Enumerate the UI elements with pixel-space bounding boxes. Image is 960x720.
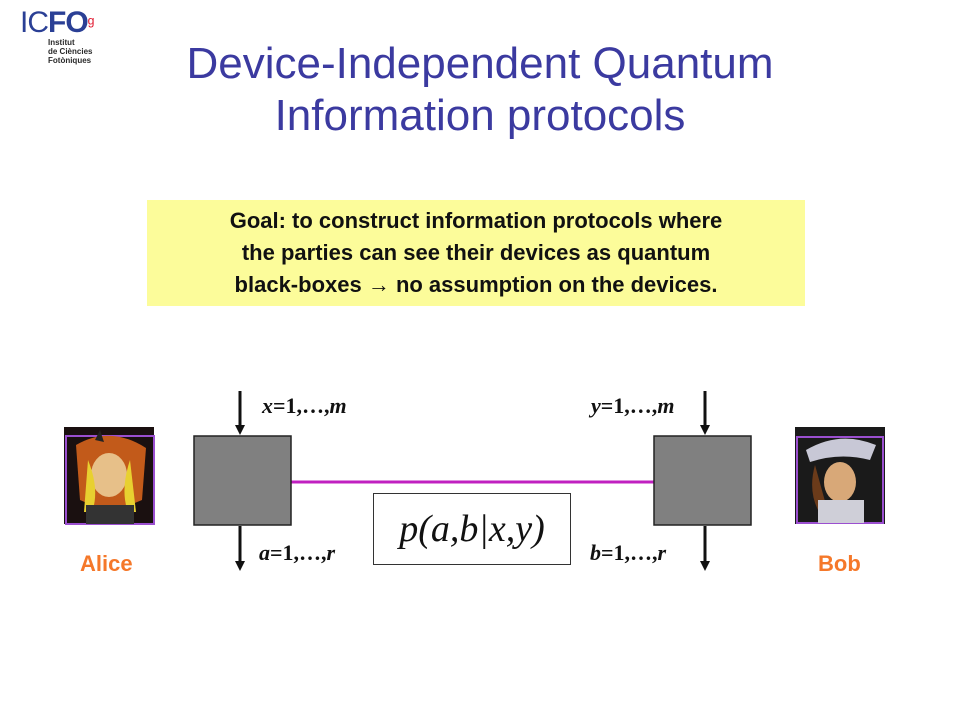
title-line-2: Information protocols <box>274 91 686 140</box>
alice-input-label: x=1,…,m <box>262 393 347 418</box>
title-line-1: Device-Independent Quantum <box>186 39 774 88</box>
alice-black-box <box>193 435 292 526</box>
logo-fo: FO <box>48 6 89 39</box>
logo-ic: IC <box>20 6 49 39</box>
logo-line-1: Institut <box>48 38 75 47</box>
goal-box: Goal: to construct information protocols… <box>147 200 805 306</box>
logo-wordmark: ICFOᵍ <box>20 6 95 39</box>
logo-line-2: de Ciències <box>48 47 93 56</box>
goal-line-3: black-boxes → no assumption on the devic… <box>234 272 718 297</box>
bob-portrait <box>795 427 885 524</box>
slide-title: Device-Independent Quantum Information p… <box>0 38 960 142</box>
icfo-logo: ICFOᵍ Institut de Ciències Fotòniques <box>20 8 120 68</box>
alice-label: Alice <box>80 551 133 576</box>
bob-input-label: y=1,…,m <box>591 393 675 418</box>
logo-mark-icon: ᵍ <box>87 13 95 33</box>
logo-line-3: Fotòniques <box>48 56 92 65</box>
goal-line-2: the parties can see their devices as qua… <box>241 240 711 265</box>
goal-line-1: Goal: to construct information protocols… <box>229 208 723 233</box>
alice-output-label: a=1,…,r <box>259 540 336 565</box>
bob-black-box <box>653 435 752 526</box>
bob-label: Bob <box>818 551 861 576</box>
alice-portrait <box>64 427 155 525</box>
probability-formula: p(a,b|x,y) <box>373 493 571 565</box>
bob-output-label: b=1,…,r <box>590 540 667 565</box>
logo-subtitle: Institut de Ciències Fotòniques <box>48 38 128 65</box>
